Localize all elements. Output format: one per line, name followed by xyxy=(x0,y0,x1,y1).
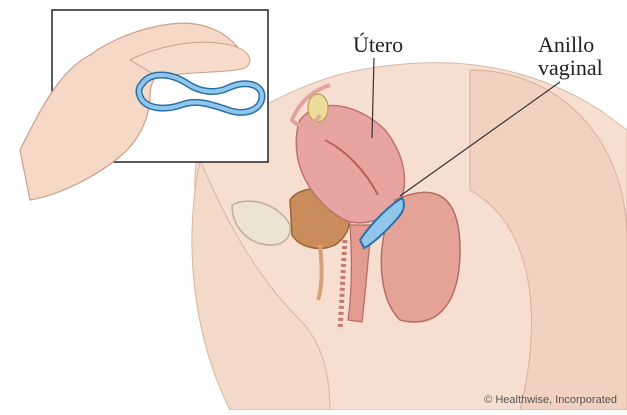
vaginal-ring-label: Anillo vaginal xyxy=(538,33,603,79)
copyright-credit: © Healthwise, Incorporated xyxy=(484,394,617,406)
uterus-label: Útero xyxy=(353,33,403,56)
vaginal-ring-label-line2: vaginal xyxy=(538,56,603,79)
vaginal-ring-label-line1: Anillo xyxy=(538,33,603,56)
